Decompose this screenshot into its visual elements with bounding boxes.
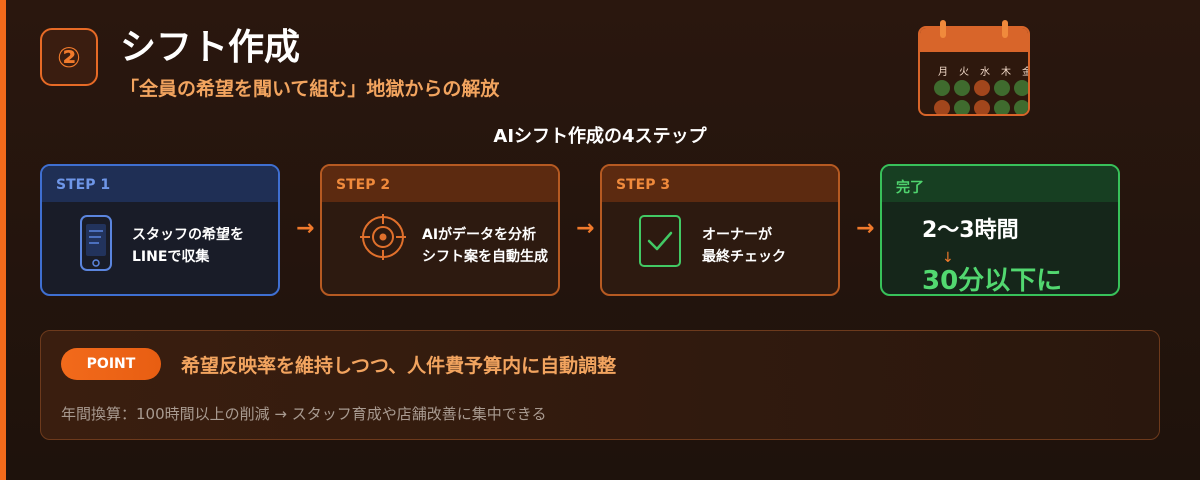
- calendar-ring: [940, 20, 946, 38]
- smartphone-icon: [80, 215, 112, 271]
- point-badge: POINT: [61, 348, 161, 380]
- step-header: STEP 3: [602, 166, 838, 202]
- step-text-line2: シフト案を自動生成: [422, 249, 548, 265]
- target-icon: [360, 214, 406, 260]
- step-label: STEP 1: [56, 177, 111, 193]
- step-label: STEP 3: [616, 177, 671, 193]
- point-detail: 年間換算：100時間以上の削減 → スタッフ育成や店舗改善に集中できる: [61, 405, 547, 423]
- step-text-line1: スタッフの希望を: [132, 227, 244, 243]
- calendar-dot: [974, 80, 990, 96]
- calendar-dot: [934, 80, 950, 96]
- calendar-dot: [1014, 80, 1028, 96]
- step-text-line1: AIがデータを分析: [422, 227, 537, 243]
- calendar-header: [920, 28, 1028, 52]
- section-number: ②: [57, 40, 81, 74]
- point-box: POINT 希望反映率を維持しつつ、人件費予算内に自動調整 年間換算：100時間…: [40, 330, 1160, 440]
- time-after: 30分以下に: [922, 266, 1063, 296]
- step-text-line2: 最終チェック: [702, 249, 786, 265]
- calendar-dot: [994, 100, 1010, 114]
- calendar-dot: [934, 100, 950, 114]
- calendar-dots: [934, 80, 1028, 114]
- result-card: 完了 2〜3時間 ↓ 30分以下に: [880, 164, 1120, 296]
- calendar-dot: [994, 80, 1010, 96]
- result-header: 完了: [882, 166, 1118, 202]
- calendar-day: 水: [980, 67, 990, 78]
- calendar-dot: [1014, 100, 1028, 114]
- calendar-body: 月 火 水 木 金: [918, 26, 1030, 116]
- step-text-line1: オーナーが: [702, 227, 772, 243]
- checkbox-icon: [639, 215, 681, 267]
- calendar-dot: [954, 80, 970, 96]
- step-card-1: STEP 1 スタッフの希望を LINEで収集: [40, 164, 280, 296]
- step-header: STEP 1: [42, 166, 278, 202]
- step-label: STEP 2: [336, 177, 391, 193]
- flow-arrow-1: →: [296, 216, 315, 241]
- time-before: 2〜3時間: [922, 218, 1019, 243]
- result-label: 完了: [896, 180, 924, 196]
- section-number-badge: ②: [40, 28, 98, 86]
- flow-arrow-3: →: [856, 216, 875, 241]
- calendar-day: 金: [1020, 63, 1028, 78]
- flow-arrow-2: →: [576, 216, 595, 241]
- down-arrow-icon: ↓: [942, 250, 954, 266]
- page-title: シフト作成: [120, 27, 301, 68]
- step-header: STEP 2: [322, 166, 558, 202]
- calendar-icon: 月 火 水 木 金: [918, 20, 1030, 116]
- step-card-2: STEP 2 AIがデータを分析 シフト案を自動生成: [320, 164, 560, 296]
- calendar-day: 木: [1001, 67, 1011, 78]
- left-accent-bar: [0, 0, 6, 480]
- calendar-day: 月: [938, 67, 948, 78]
- calendar-ring: [1002, 20, 1008, 38]
- calendar-weekdays: 月 火 水 木 金: [936, 63, 1028, 78]
- calendar-dot: [974, 100, 990, 114]
- step-text-line2: LINEで収集: [132, 249, 210, 265]
- steps-title: AIシフト作成の4ステップ: [493, 126, 707, 147]
- page-subtitle: 「全員の希望を聞いて組む」地獄からの解放: [120, 78, 500, 100]
- calendar-dot: [954, 100, 970, 114]
- point-headline: 希望反映率を維持しつつ、人件費予算内に自動調整: [181, 355, 617, 377]
- step-card-3: STEP 3 オーナーが 最終チェック: [600, 164, 840, 296]
- calendar-day: 火: [959, 67, 969, 78]
